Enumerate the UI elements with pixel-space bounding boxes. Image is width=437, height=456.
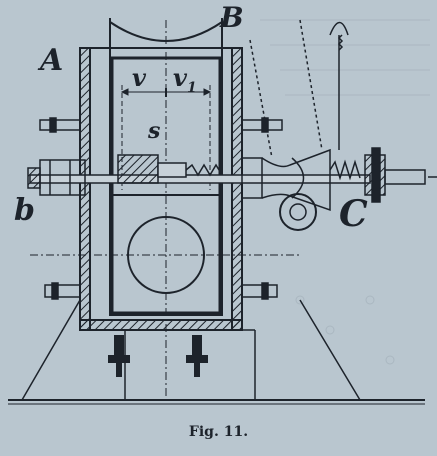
label-b: b [14,193,35,228]
travel-dimension [120,85,212,190]
handwheel [329,147,437,203]
label-C: C [339,193,368,235]
label-A: A [40,43,64,78]
label-v1-base: v [173,63,187,92]
stuffing-box [27,159,86,196]
outer-housing [79,47,243,331]
label-v1-sub: 1 [186,79,197,96]
label-B: B [220,1,244,34]
valve-body [30,18,300,400]
label-s: s [148,118,161,144]
background-bleed [260,19,430,365]
figure-caption: Fig. 11. [188,424,249,440]
port-opening [127,216,205,294]
bonnet-yoke [241,19,331,231]
bolts [108,335,208,377]
side-flanges [39,117,283,300]
label-v1: v1 [173,66,197,95]
machine-drawing [8,18,437,405]
label-v: v [132,63,146,92]
lifting-hook [329,21,349,150]
